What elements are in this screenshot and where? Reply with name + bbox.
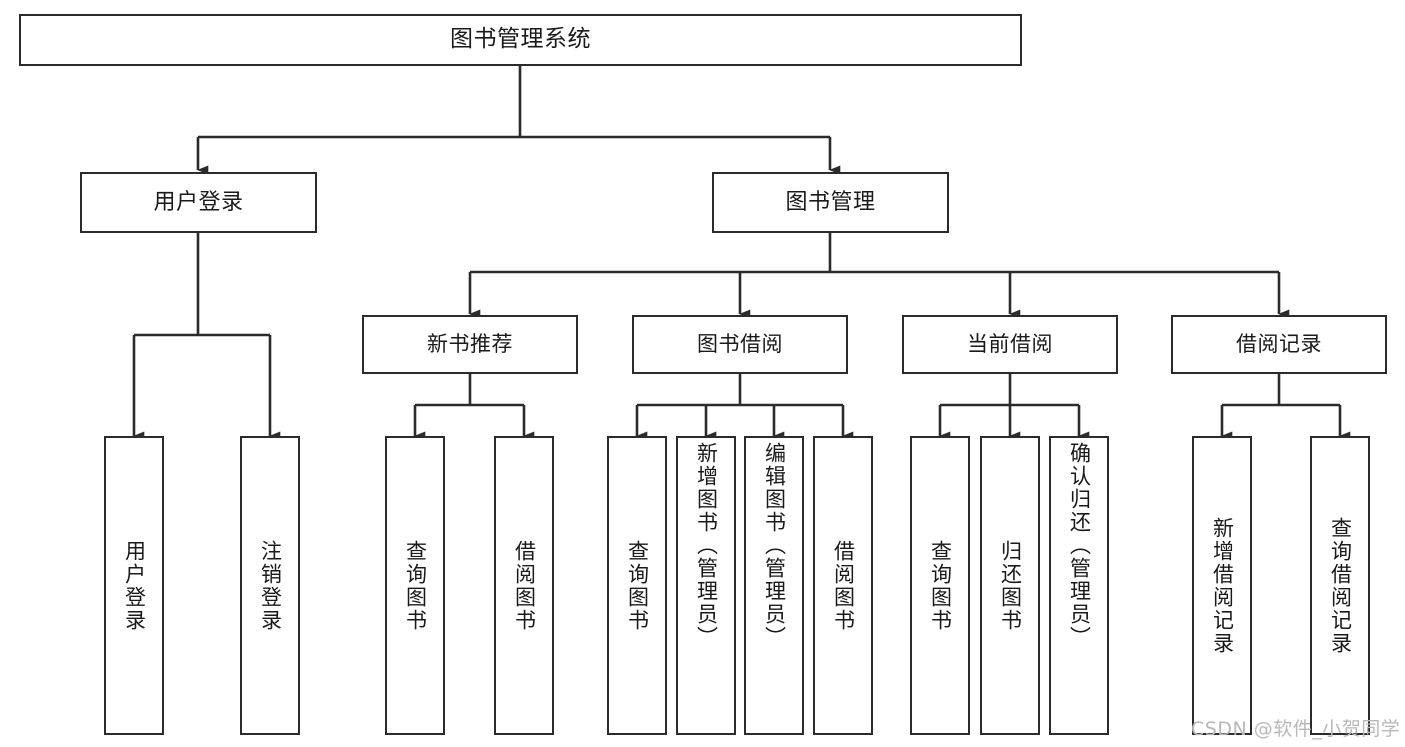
- edges-currentborrow-to-leaves: [938, 374, 1090, 441]
- node-label: 图书管理系统: [450, 26, 591, 53]
- node-leaf-query-record[interactable]: 查询借阅记录: [1310, 436, 1370, 735]
- node-leaf-query-book-3[interactable]: 查询图书: [910, 436, 970, 735]
- node-book-manage[interactable]: 图书管理: [712, 172, 949, 233]
- node-leaf-borrow-book-2[interactable]: 借阅图书: [813, 436, 873, 735]
- edges-bookborrow-to-leaves: [635, 374, 854, 441]
- node-leaf-logout[interactable]: 注销登录: [240, 436, 300, 735]
- node-book-borrow[interactable]: 图书借阅: [632, 315, 848, 374]
- node-label: 用户登录: [153, 189, 244, 215]
- node-label: 新增借阅记录: [1210, 516, 1235, 655]
- edges-root-to-level2: [196, 66, 841, 175]
- node-leaf-return-book[interactable]: 归还图书: [980, 436, 1040, 735]
- node-label: 编辑图书（管理员）: [762, 442, 787, 649]
- edges-newbook-to-leaves: [413, 374, 535, 441]
- node-label: 注销登录: [258, 539, 283, 632]
- watermark-text: CSDN @软件_小贺同学: [1191, 718, 1401, 740]
- edges-bookmanage-to-level3: [468, 233, 1290, 319]
- node-label: 查询图书: [403, 539, 428, 632]
- node-label: 新增图书（管理员）: [694, 442, 719, 649]
- edges-borrowrecord-to-leaves: [1220, 374, 1351, 441]
- node-user-login[interactable]: 用户登录: [80, 172, 317, 233]
- node-leaf-add-book[interactable]: 新增图书（管理员）: [676, 436, 736, 735]
- node-root-system[interactable]: 图书管理系统: [19, 14, 1022, 66]
- node-leaf-edit-book[interactable]: 编辑图书（管理员）: [744, 436, 804, 735]
- node-label: 新书推荐: [427, 332, 513, 357]
- node-label: 查询图书: [928, 539, 953, 632]
- node-label: 图书管理: [785, 189, 876, 215]
- node-leaf-add-record[interactable]: 新增借阅记录: [1192, 436, 1252, 735]
- node-leaf-query-book-2[interactable]: 查询图书: [607, 436, 667, 735]
- node-leaf-user-login[interactable]: 用户登录: [104, 436, 164, 735]
- node-leaf-confirm-return[interactable]: 确认归还（管理员）: [1049, 436, 1109, 735]
- node-current-borrow[interactable]: 当前借阅: [902, 315, 1118, 374]
- node-label: 查询借阅记录: [1328, 516, 1353, 655]
- node-label: 当前借阅: [967, 332, 1053, 357]
- node-label: 借阅图书: [512, 539, 537, 632]
- node-label: 查询图书: [625, 539, 650, 632]
- node-label: 图书借阅: [697, 332, 783, 357]
- node-label: 借阅图书: [831, 539, 856, 632]
- node-label: 借阅记录: [1236, 332, 1322, 357]
- node-leaf-borrow-book-1[interactable]: 借阅图书: [494, 436, 554, 735]
- node-leaf-query-book-1[interactable]: 查询图书: [385, 436, 445, 735]
- node-label: 用户登录: [122, 539, 147, 632]
- edges-userlogin-to-leaves: [132, 233, 281, 441]
- node-label: 确认归还（管理员）: [1067, 442, 1092, 649]
- node-label: 归还图书: [998, 539, 1023, 632]
- node-borrow-record[interactable]: 借阅记录: [1171, 315, 1387, 374]
- node-new-book-recommend[interactable]: 新书推荐: [362, 315, 578, 374]
